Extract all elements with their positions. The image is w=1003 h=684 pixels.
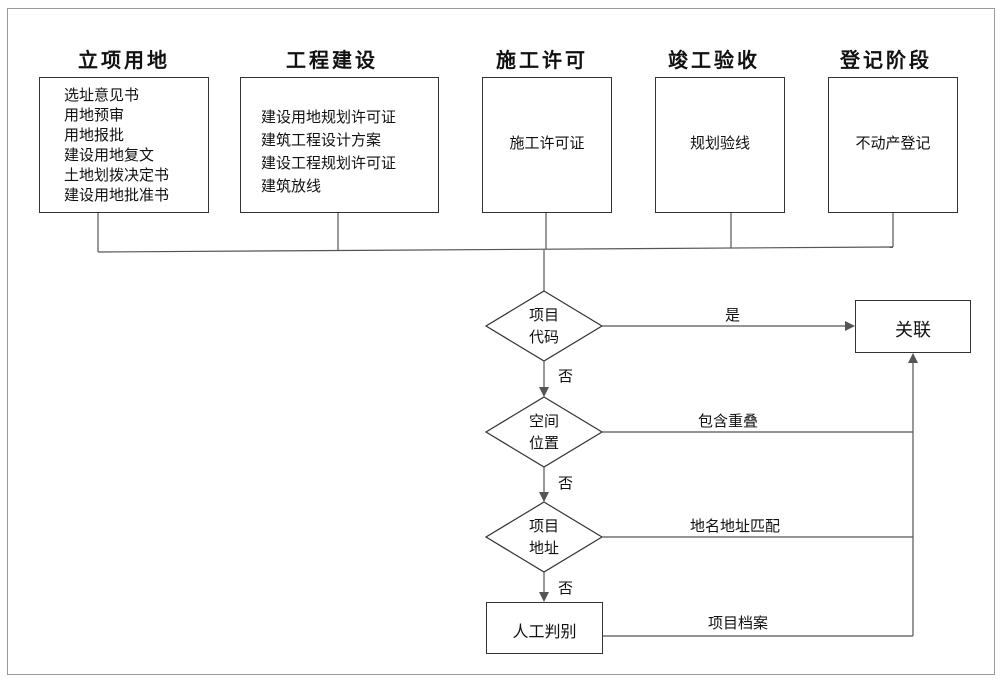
stage-box-registration: 不动产登记 (828, 77, 958, 213)
edge-label-no: 否 (558, 579, 574, 597)
result-box: 关联 (855, 300, 971, 353)
decision-label-location: 空间位置 (528, 412, 559, 452)
stage-item: 建筑工程设计方案 (261, 131, 382, 149)
stage-title-acceptance: 竣工验收 (668, 48, 760, 72)
stage-item: 施工许可证 (509, 134, 585, 152)
stage-item: 建设工程规划许可证 (261, 154, 397, 172)
stage-item: 建设用地复文 (64, 146, 155, 164)
edge-label-yes: 是 (725, 306, 741, 324)
result-label: 关联 (895, 320, 931, 341)
stage-item: 用地报批 (64, 126, 125, 144)
stage-box-land: 选址意见书 用地预审 用地报批 建设用地复文 土地划拨决定书 建设用地批准书 (39, 77, 209, 213)
stage-item: 土地划拨决定书 (64, 166, 170, 184)
stage-item: 建设用地批准书 (64, 186, 170, 204)
stage-box-acceptance: 规划验线 (655, 77, 785, 213)
stage-item: 选址意见书 (64, 86, 140, 104)
stage-box-permit: 施工许可证 (482, 77, 612, 213)
stage-title-permit: 施工许可 (496, 48, 588, 72)
stage-item: 建设用地规划许可证 (261, 108, 397, 126)
manual-judgement-box: 人工判别 (486, 602, 603, 654)
edge-label-address-match: 地名地址匹配 (690, 517, 781, 535)
edge-label-no: 否 (558, 474, 574, 492)
stage-item: 不动产登记 (855, 134, 931, 152)
stage-box-construction: 建设用地规划许可证 建筑工程设计方案 建设工程规划许可证 建筑放线 (240, 77, 439, 213)
edge-label-project-archive: 项目档案 (708, 614, 769, 632)
decision-label-code: 项目代码 (528, 306, 559, 346)
stage-title-registration: 登记阶段 (840, 48, 932, 72)
decision-label-address: 项目地址 (528, 517, 559, 557)
edge-label-overlap: 包含重叠 (698, 412, 759, 430)
stage-item: 规划验线 (689, 134, 750, 152)
stage-title-construction: 工程建设 (286, 48, 378, 72)
stage-item: 建筑放线 (261, 177, 322, 195)
stage-item: 用地预审 (64, 106, 125, 124)
edge-label-no: 否 (558, 367, 574, 385)
manual-judgement-label: 人工判别 (512, 622, 577, 641)
stage-title-land: 立项用地 (78, 48, 170, 72)
collector-line (97, 246, 894, 253)
